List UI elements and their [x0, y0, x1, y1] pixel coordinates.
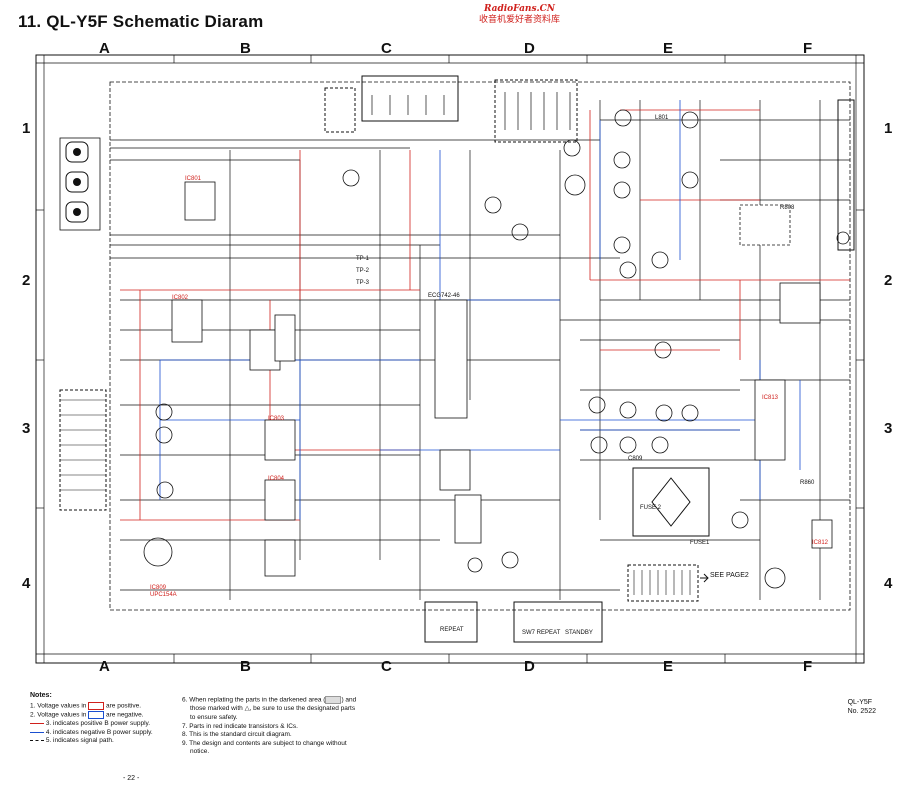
grid-col-f-bottom: F [803, 658, 813, 675]
label-fuse2: FUSE 2 [640, 505, 662, 511]
note-8: 8. This is the standard circuit diagram. [182, 731, 292, 739]
note-3: 3. indicates positive B power supply. [30, 720, 180, 729]
blue-box-swatch [88, 710, 105, 719]
grid-row-4: 4 [22, 575, 31, 592]
label-ecg: ECG742-46 [428, 293, 460, 299]
note-2: 2. Voltage values in are negative. [30, 710, 144, 719]
note-5: 5. indicates signal path. [30, 737, 180, 746]
grid-row-2-right: 2 [884, 272, 893, 289]
grid-col-b-bottom: B [240, 658, 251, 675]
note-9: 9. The design and contents are subject t… [182, 739, 347, 747]
watermark-brand: RadioFans.CN [483, 4, 556, 14]
page-title: 11. QL-Y5F Schematic Diaram [18, 12, 264, 31]
label-ic803: IC803 [268, 416, 285, 422]
label-l801: L801 [655, 115, 669, 121]
label-r808: R808 [780, 205, 795, 211]
note-6-line2: those marked with △, be sure to use the … [190, 705, 356, 713]
label-ic801: IC801 [185, 176, 202, 182]
label-fuse1: FUSE1 [690, 540, 710, 546]
label-tp1: TP-1 [356, 256, 370, 262]
label-ic809: IC809 [150, 585, 167, 591]
grid-col-a: A [99, 40, 110, 57]
red-box-swatch [88, 701, 105, 710]
grid-col-e: E [663, 40, 674, 57]
label-standby: STANDBY [565, 630, 593, 636]
grid-row-1-right: 1 [884, 120, 893, 137]
notes-block: Notes: 1. Voltage values in are positive… [30, 692, 180, 746]
label-ic812: IC812 [812, 540, 829, 546]
note-7: 7. Parts in red indicate transistors & I… [182, 722, 298, 730]
watermark: RadioFans.CN 收音机爱好者资料库 [479, 4, 560, 26]
grid-row-1: 1 [22, 120, 31, 137]
label-r860: R860 [800, 480, 815, 486]
grid-col-d: D [524, 40, 535, 57]
label-tp3: TP-3 [356, 280, 370, 286]
page-number: - 22 - [123, 775, 140, 782]
red-line-swatch [30, 723, 44, 724]
grid-row-3: 3 [22, 420, 31, 437]
grid-col-d-bottom: D [524, 658, 535, 675]
notes-heading: Notes: [30, 692, 52, 699]
grid-row-4-right: 4 [884, 575, 893, 592]
model-name: QL-Y5F [847, 699, 873, 706]
grid-col-c-bottom: C [381, 658, 392, 675]
model-number: No. 2522 [847, 708, 876, 715]
label-ic813: IC813 [762, 395, 779, 401]
blue-line-swatch [30, 731, 44, 733]
note-1: 1. Voltage values in are positive. [30, 701, 142, 710]
notes-block-2: 6. When replating the parts in the darke… [182, 696, 382, 757]
note-6-line3: to ensure safety. [190, 713, 238, 721]
grid-col-e-bottom: E [663, 658, 674, 675]
label-ic804: IC804 [268, 476, 285, 482]
label-repeat: REPEAT [440, 627, 464, 633]
note-9-line2: notice. [190, 748, 210, 756]
warning-triangle-icon: △ [244, 705, 250, 713]
model-info: QL-Y5F No. 2522 [848, 698, 876, 716]
note-4: 4. indicates negative B power supply. [30, 729, 180, 738]
darkened-area-swatch [325, 696, 342, 704]
grid-col-c: C [381, 40, 392, 57]
grid-col-a-bottom: A [99, 658, 110, 675]
label-upc154a: UPC154A [150, 592, 177, 598]
watermark-subtitle: 收音机爱好者资料库 [478, 15, 560, 25]
grid-col-b: B [240, 40, 251, 57]
label-ic802: IC802 [172, 295, 189, 301]
label-tp2: TP-2 [356, 268, 370, 274]
label-c809: C809 [628, 456, 643, 462]
grid-col-f: F [803, 40, 813, 57]
signal-line-swatch [30, 740, 44, 742]
label-sw7: SW7 REPEAT [522, 630, 561, 636]
grid-row-3-right: 3 [884, 420, 893, 437]
note-6: 6. When replating the parts in the darke… [182, 696, 357, 704]
see-page-callout: SEE PAGE2 [710, 572, 749, 579]
grid-row-2: 2 [22, 272, 31, 289]
